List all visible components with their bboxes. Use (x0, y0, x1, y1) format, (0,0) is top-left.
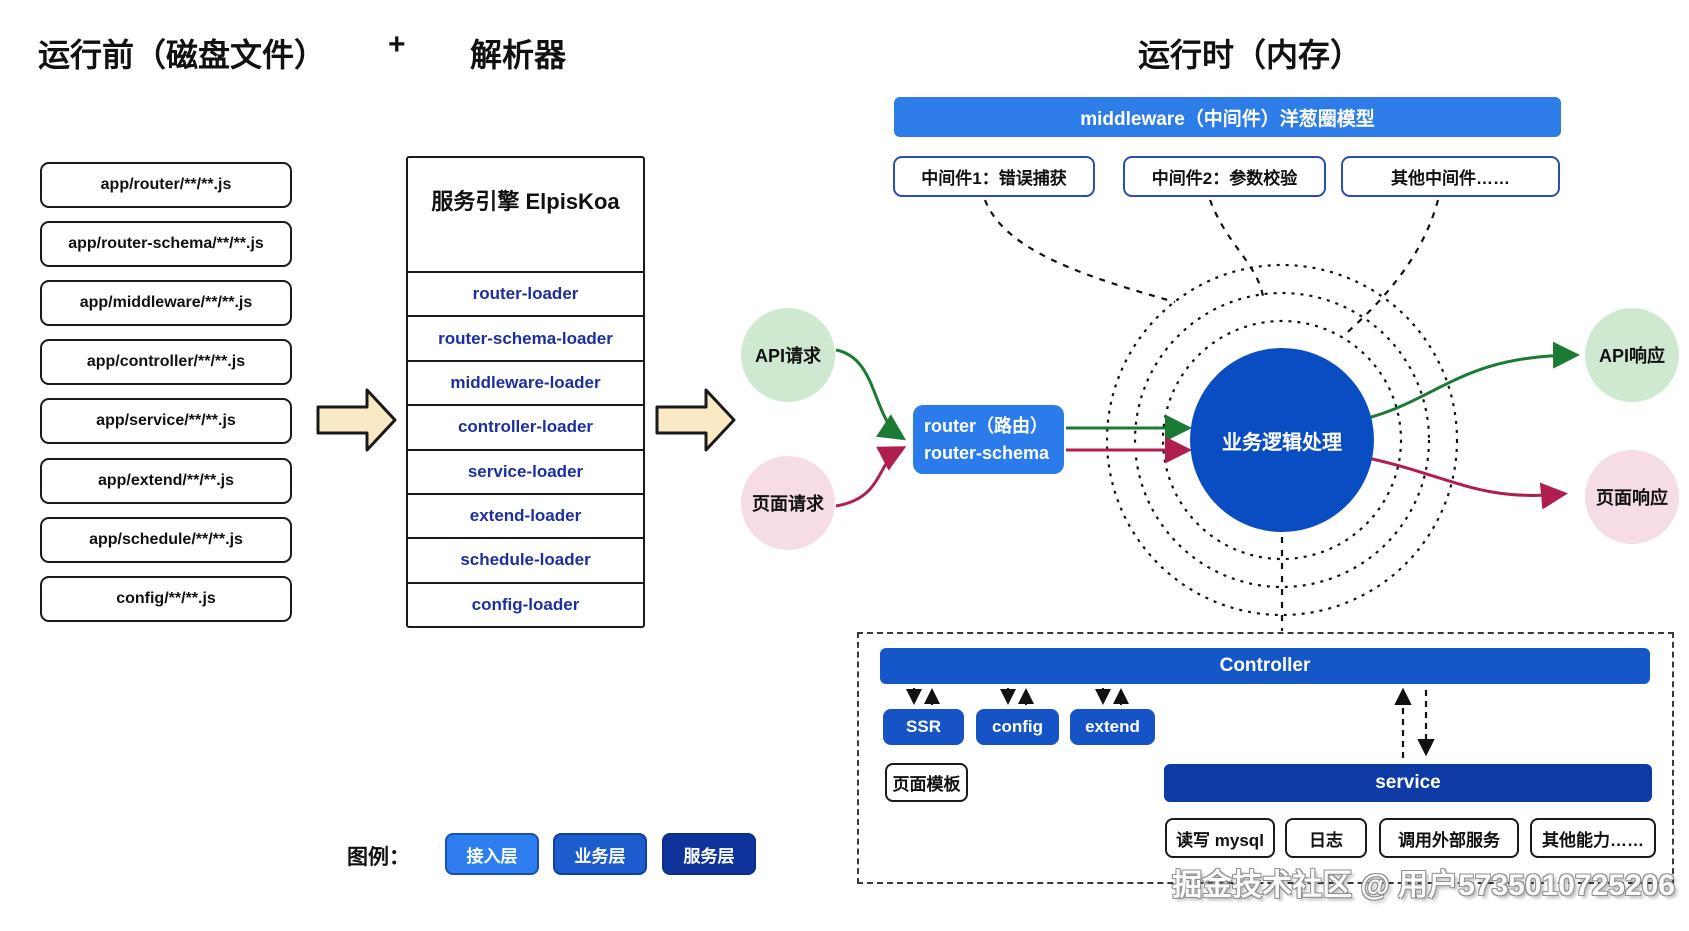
service-engine-box: 服务引擎 ElpisKoa router-loader router-schem… (406, 156, 645, 628)
page-template-box: 页面模板 (885, 763, 968, 802)
middleware-item-other: 其他中间件…… (1341, 156, 1560, 197)
loader-schedule: schedule-loader (408, 537, 643, 581)
watermark: 掘金技术社区 @ 用户5735010725206 (1172, 869, 1675, 902)
file-box-controller: app/controller/**/**.js (40, 339, 292, 385)
service-bar: service (1164, 764, 1652, 802)
legend-business-layer: 业务层 (553, 833, 647, 875)
business-logic-core: 业务逻辑处理 (1190, 348, 1374, 532)
config-chip: config (976, 709, 1059, 745)
middleware-item-2: 中间件2：参数校验 (1123, 156, 1326, 197)
transform-arrow-left (316, 388, 397, 452)
file-box-extend: app/extend/**/**.js (40, 458, 292, 504)
loader-controller: controller-loader (408, 404, 643, 448)
extend-chip: extend (1070, 709, 1155, 745)
title-parser: 解析器 (470, 37, 567, 73)
page-request-circle: 页面请求 (741, 456, 835, 550)
capability-external: 调用外部服务 (1379, 818, 1519, 858)
legend-access-layer: 接入层 (445, 833, 539, 875)
middleware-banner: middleware（中间件）洋葱圈模型 (894, 97, 1561, 137)
api-response-circle: API响应 (1585, 308, 1679, 402)
router-line1: router（路由） (924, 415, 1049, 436)
loader-middleware: middleware-loader (408, 359, 643, 404)
middleware-item-1: 中间件1：错误捕获 (893, 156, 1095, 197)
loader-config: config-loader (408, 581, 643, 626)
transform-arrow-right (655, 388, 736, 452)
file-box-schedule: app/schedule/**/**.js (40, 517, 292, 563)
controller-bar: Controller (880, 648, 1650, 684)
loader-router: router-loader (408, 271, 643, 315)
file-box-config: config/**/**.js (40, 576, 292, 622)
file-box-router: app/router/**/**.js (40, 162, 292, 208)
file-box-service: app/service/**/**.js (40, 398, 292, 444)
page-response-circle: 页面响应 (1585, 450, 1679, 544)
loader-extend: extend-loader (408, 492, 643, 537)
loader-router-schema: router-schema-loader (408, 315, 643, 359)
legend-label: 图例： (347, 846, 410, 869)
plus-sign: + (388, 28, 406, 61)
router-line2: router-schema (924, 442, 1050, 463)
file-box-router-schema: app/router-schema/**/**.js (40, 221, 292, 267)
title-runtime: 运行时（内存） (1137, 37, 1362, 73)
capability-log: 日志 (1285, 818, 1367, 858)
capability-mysql: 读写 mysql (1165, 818, 1275, 858)
router-box: router（路由） router-schema (913, 405, 1064, 474)
runtime-dashed-box (857, 632, 1674, 884)
file-box-middleware: app/middleware/**/**.js (40, 280, 292, 326)
legend-service-layer: 服务层 (662, 833, 756, 875)
loader-service: service-loader (408, 448, 643, 493)
service-engine-title: 服务引擎 ElpisKoa (431, 189, 620, 214)
title-before-runtime: 运行前（磁盘文件） (38, 37, 327, 73)
api-request-circle: API请求 (741, 308, 835, 402)
capability-other: 其他能力…… (1530, 818, 1656, 858)
ssr-chip: SSR (883, 709, 964, 745)
